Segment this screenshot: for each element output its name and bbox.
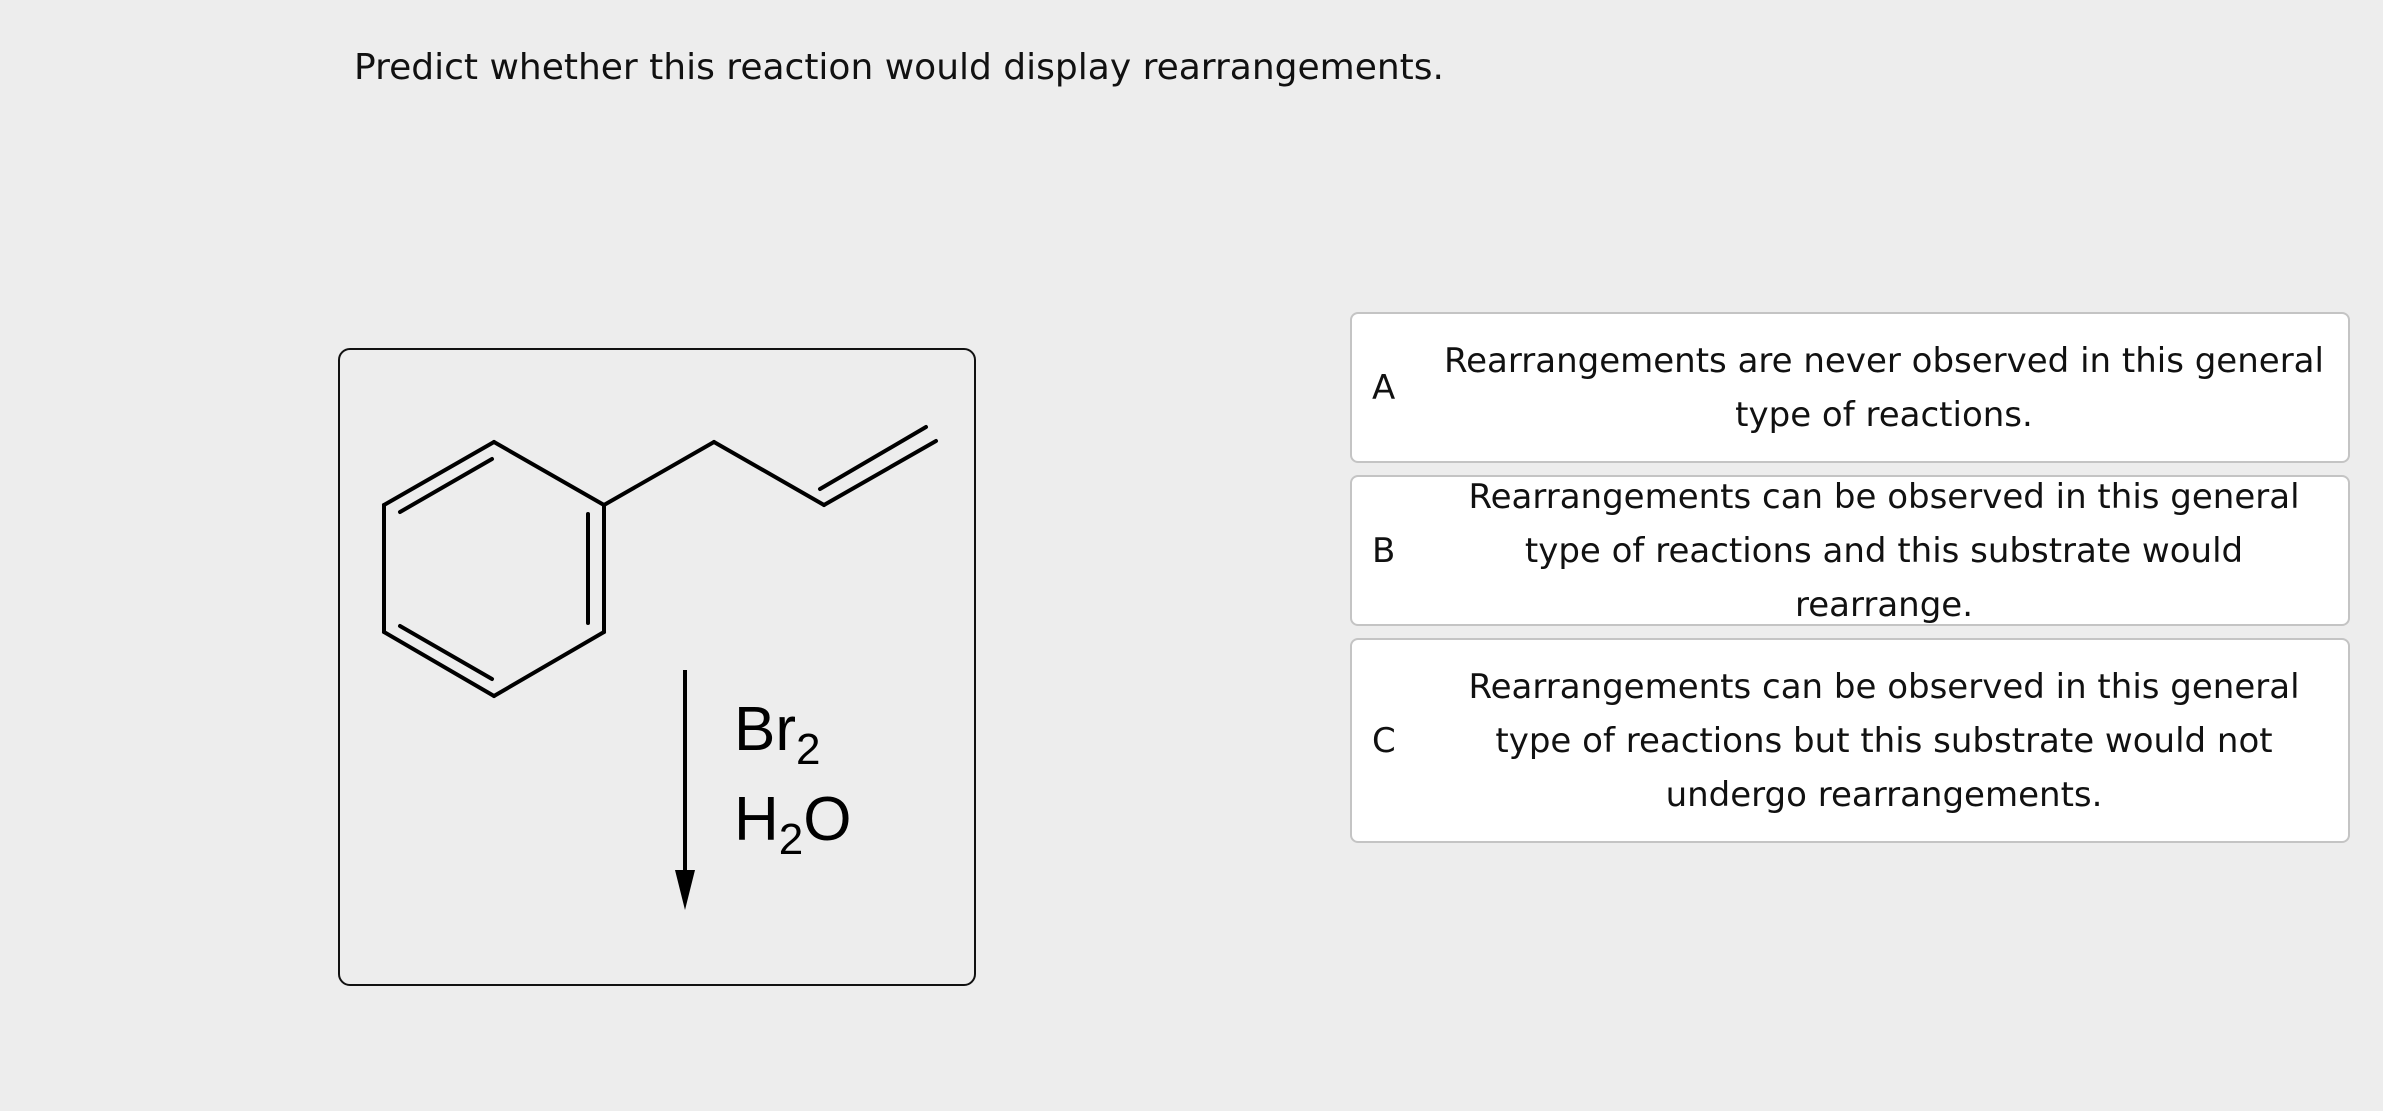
- reaction-panel: Br2 H2O: [338, 348, 976, 986]
- chain-double-bond: [818, 425, 928, 491]
- option-text: Rearrangements can be observed in this g…: [1468, 666, 2300, 815]
- question-text: Predict whether this reaction would disp…: [354, 47, 1444, 88]
- reaction-arrow: [675, 670, 695, 910]
- ring-bond: [382, 630, 496, 698]
- allylbenzene-structure: [382, 425, 938, 698]
- ring-double-bond: [398, 624, 494, 681]
- chain-bond: [602, 440, 716, 507]
- reagents-label: Br2 H2O: [734, 685, 852, 865]
- reagent-bromine: Br2: [734, 695, 821, 774]
- reagent-water: H2O: [734, 785, 852, 864]
- ring-bond: [492, 630, 606, 698]
- option-a-button[interactable]: A Rearrangements are never observed in t…: [1350, 312, 2350, 463]
- reaction-arrow-head: [675, 870, 695, 910]
- option-text: Rearrangements can be observed in this g…: [1468, 476, 2300, 625]
- option-text: Rearrangements are never observed in thi…: [1444, 340, 2324, 435]
- ring-bond: [492, 440, 606, 507]
- option-c-button[interactable]: C Rearrangements can be observed in this…: [1350, 638, 2350, 843]
- ring-double-bond: [398, 457, 494, 514]
- reaction-drawing: [382, 425, 938, 910]
- answer-options: A Rearrangements are never observed in t…: [1350, 312, 2350, 855]
- option-letter: C: [1372, 720, 1396, 761]
- chain-bond: [712, 440, 826, 507]
- option-letter: A: [1372, 367, 1396, 408]
- option-b-button[interactable]: B Rearrangements can be observed in this…: [1350, 475, 2350, 626]
- option-letter: B: [1372, 530, 1396, 571]
- ring-bond: [382, 440, 496, 507]
- chain-bond: [822, 439, 938, 507]
